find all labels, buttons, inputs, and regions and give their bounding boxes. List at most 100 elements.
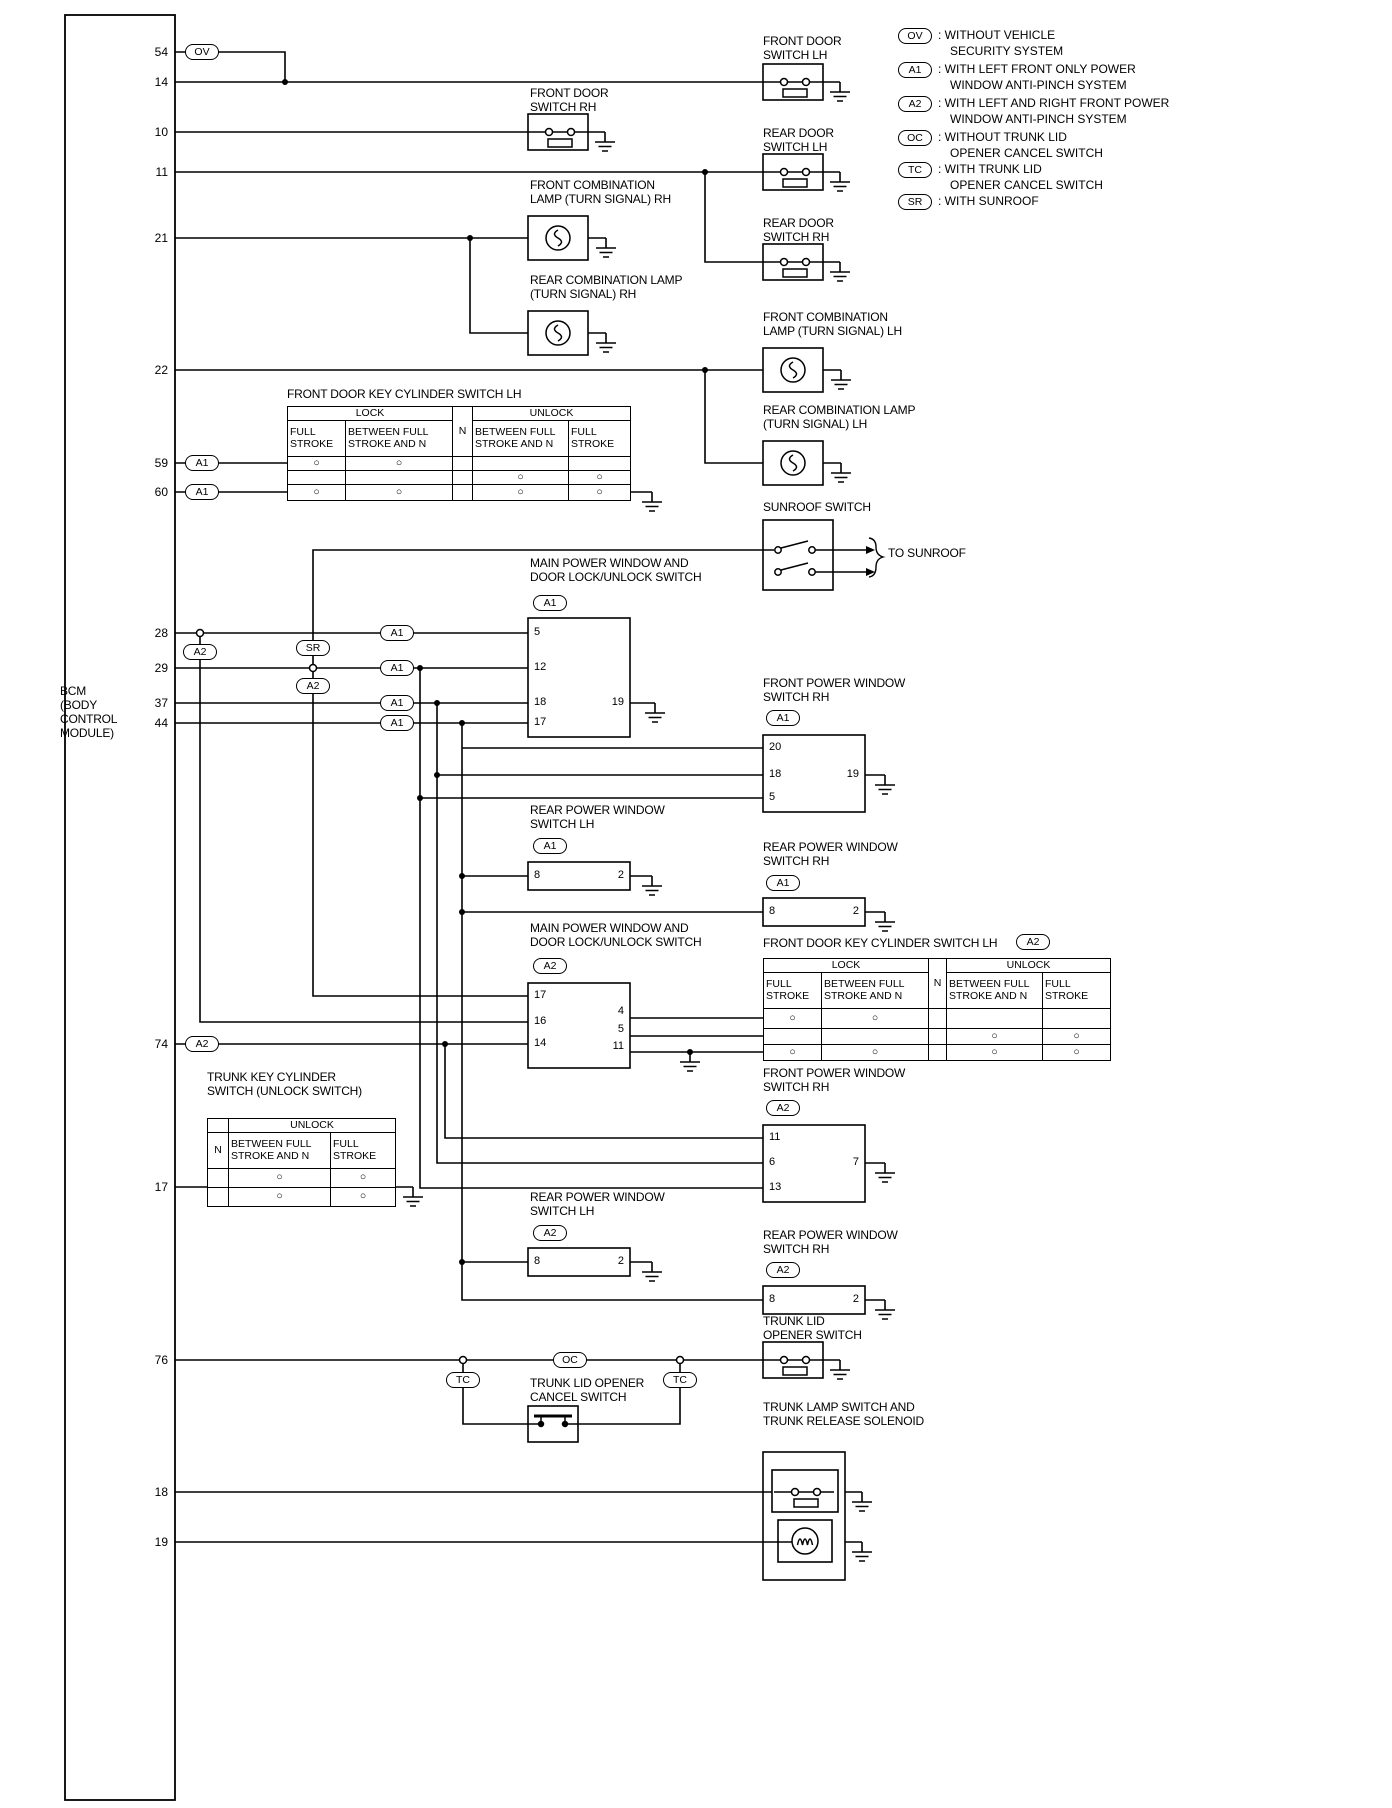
tc-badge: TC [663, 1372, 697, 1388]
bcm-pin-18: 18 [154, 1485, 168, 1499]
contact-cell: ○ [821, 1008, 929, 1029]
header-between: BETWEEN FULL STROKE AND N [345, 420, 453, 457]
contact-cell: ○ [329, 1187, 397, 1207]
a1-badge: A1 [380, 625, 414, 641]
rpw-rh-a2-pin-8: 8 [769, 1293, 776, 1305]
contact-cell [207, 1168, 229, 1188]
contact-cell: ○ [763, 1044, 822, 1061]
main-a1-pin-12: 12 [534, 661, 547, 673]
header-unlock: UNLOCK [227, 1118, 397, 1133]
legend-oc-text: : WITHOUT TRUNK LID OPENER CANCEL SWITCH [938, 130, 1103, 160]
rpw-lh-a1-pin-8: 8 [534, 869, 541, 881]
bcm-pin-37: 37 [154, 696, 168, 710]
header-full-stroke: FULL STROKE [287, 420, 346, 457]
sunroof-switch-label: SUNROOF SWITCH [763, 500, 871, 514]
rear-comb-lamp-lh-label: REAR COMBINATION LAMP (TURN SIGNAL) LH [763, 403, 916, 431]
fpw-rh-a1-pin-5: 5 [769, 791, 776, 803]
a2-badge: A2 [533, 1225, 567, 1241]
bcm-pin-19: 19 [154, 1535, 168, 1549]
rear-power-window-switch-lh-a2-label: REAR POWER WINDOW SWITCH LH [530, 1190, 665, 1218]
bcm-label: BCM (BODY CONTROL MODULE) [60, 684, 118, 740]
trunk-lid-opener-cancel-switch-label: TRUNK LID OPENER CANCEL SWITCH [530, 1376, 645, 1404]
solenoid-symbol [791, 1527, 819, 1555]
header-between: BETWEEN FULL STROKE AND N [821, 972, 929, 1009]
contact-cell: ○ [345, 456, 453, 471]
bcm-pin-21: 21 [154, 231, 168, 245]
main-a2-pin-5: 5 [617, 1023, 624, 1035]
fpw-rh-a2-pin-6: 6 [769, 1156, 776, 1168]
front-power-window-switch-rh-a1-label: FRONT POWER WINDOW SWITCH RH [763, 676, 906, 704]
rear-power-window-switch-rh-a1-label: REAR POWER WINDOW SWITCH RH [763, 840, 898, 868]
a2-badge: A2 [766, 1262, 800, 1278]
header-full-stroke: FULL STROKE [567, 420, 632, 457]
a2-badge: A2 [533, 958, 567, 974]
bcm-box [64, 14, 176, 1801]
main-a1-pin-19: 19 [611, 696, 624, 708]
rpw-lh-a1-pin-2: 2 [617, 869, 624, 881]
trunk-lamp-switch-label: TRUNK LAMP SWITCH AND TRUNK RELEASE SOLE… [763, 1400, 924, 1428]
legend-sr-badge: SR [898, 194, 932, 210]
a2-badge: A2 [183, 644, 217, 660]
header-between: BETWEEN FULL STROKE AND N [946, 972, 1043, 1009]
bcm-pin-44: 44 [154, 716, 168, 730]
contact-cell: ○ [228, 1187, 331, 1207]
legend-ov-badge: OV [898, 28, 932, 44]
sr-badge: SR [296, 640, 330, 656]
contact-cell [928, 1008, 947, 1029]
header-n: N [452, 406, 473, 457]
main-a2-pin-17: 17 [534, 989, 547, 1001]
contact-cell: ○ [329, 1168, 397, 1188]
fpw-rh-a1-pin-20: 20 [769, 741, 782, 753]
rear-door-switch-rh-label: REAR DOOR SWITCH RH [763, 216, 834, 244]
fpw-rh-a1-pin-19: 19 [846, 768, 859, 780]
header-between: BETWEEN FULL STROKE AND N [228, 1132, 331, 1169]
bcm-pin-22: 22 [154, 363, 168, 377]
legend-a2-badge: A2 [898, 96, 932, 112]
a1-badge: A1 [533, 838, 567, 854]
contact-cell [207, 1187, 229, 1207]
rpw-rh-a1-pin-2: 2 [852, 905, 859, 917]
bcm-pin-54: 54 [154, 45, 168, 59]
front-door-key-c​ylinder-switch-lh-a1-table: LOCK N UNLOCK FULL STROKE BETWEEN FULL S… [287, 406, 632, 501]
contact-cell [452, 456, 473, 471]
contact-cell [567, 456, 632, 471]
contact-cell: ○ [567, 470, 632, 485]
header-unlock: UNLOCK [471, 406, 632, 421]
bcm-pin-28: 28 [154, 626, 168, 640]
contact-cell [821, 1028, 929, 1045]
a1-badge: A1 [533, 595, 567, 611]
main-a1-pin-5: 5 [534, 626, 541, 638]
fpw-rh-a2-pin-7: 7 [852, 1156, 859, 1168]
header-lock: LOCK [287, 406, 453, 421]
a1-badge: A1 [766, 875, 800, 891]
trunk-key-cylinder-title: TRUNK KEY CYLINDER SWITCH (UNLOCK SWITCH… [207, 1070, 362, 1098]
a2-badge: A2 [296, 678, 330, 694]
contact-cell [452, 484, 473, 501]
legend-sr-text: : WITH SUNROOF [938, 194, 1039, 208]
contact-cell [928, 1028, 947, 1045]
main-a2-pin-4: 4 [617, 1005, 624, 1017]
header-n: N [928, 958, 947, 1009]
junction-dots [282, 79, 708, 1265]
a1-badge: A1 [380, 695, 414, 711]
contact-cell [763, 1028, 822, 1045]
contact-cell: ○ [567, 484, 632, 501]
legend-a1-text: : WITH LEFT FRONT ONLY POWER WINDOW ANTI… [938, 62, 1136, 92]
rpw-lh-a2-pin-8: 8 [534, 1255, 541, 1267]
sunroof-switch-symbol [763, 537, 886, 578]
contact-cell [287, 470, 346, 485]
legend-a1-badge: A1 [898, 62, 932, 78]
rear-door-switch-lh-label: REAR DOOR SWITCH LH [763, 126, 834, 154]
legend-tc-badge: TC [898, 162, 932, 178]
a2-badge: A2 [766, 1100, 800, 1116]
a2-badge: A2 [185, 1036, 219, 1052]
contact-cell [345, 470, 453, 485]
contact-cell: ○ [1041, 1028, 1112, 1045]
front-door-switch-rh-label: FRONT DOOR SWITCH RH [530, 86, 609, 114]
tc-badge: TC [446, 1372, 480, 1388]
ov-badge: OV [185, 44, 219, 60]
main-a2-pin-11: 11 [612, 1040, 624, 1052]
bcm-pin-74: 74 [154, 1037, 168, 1051]
